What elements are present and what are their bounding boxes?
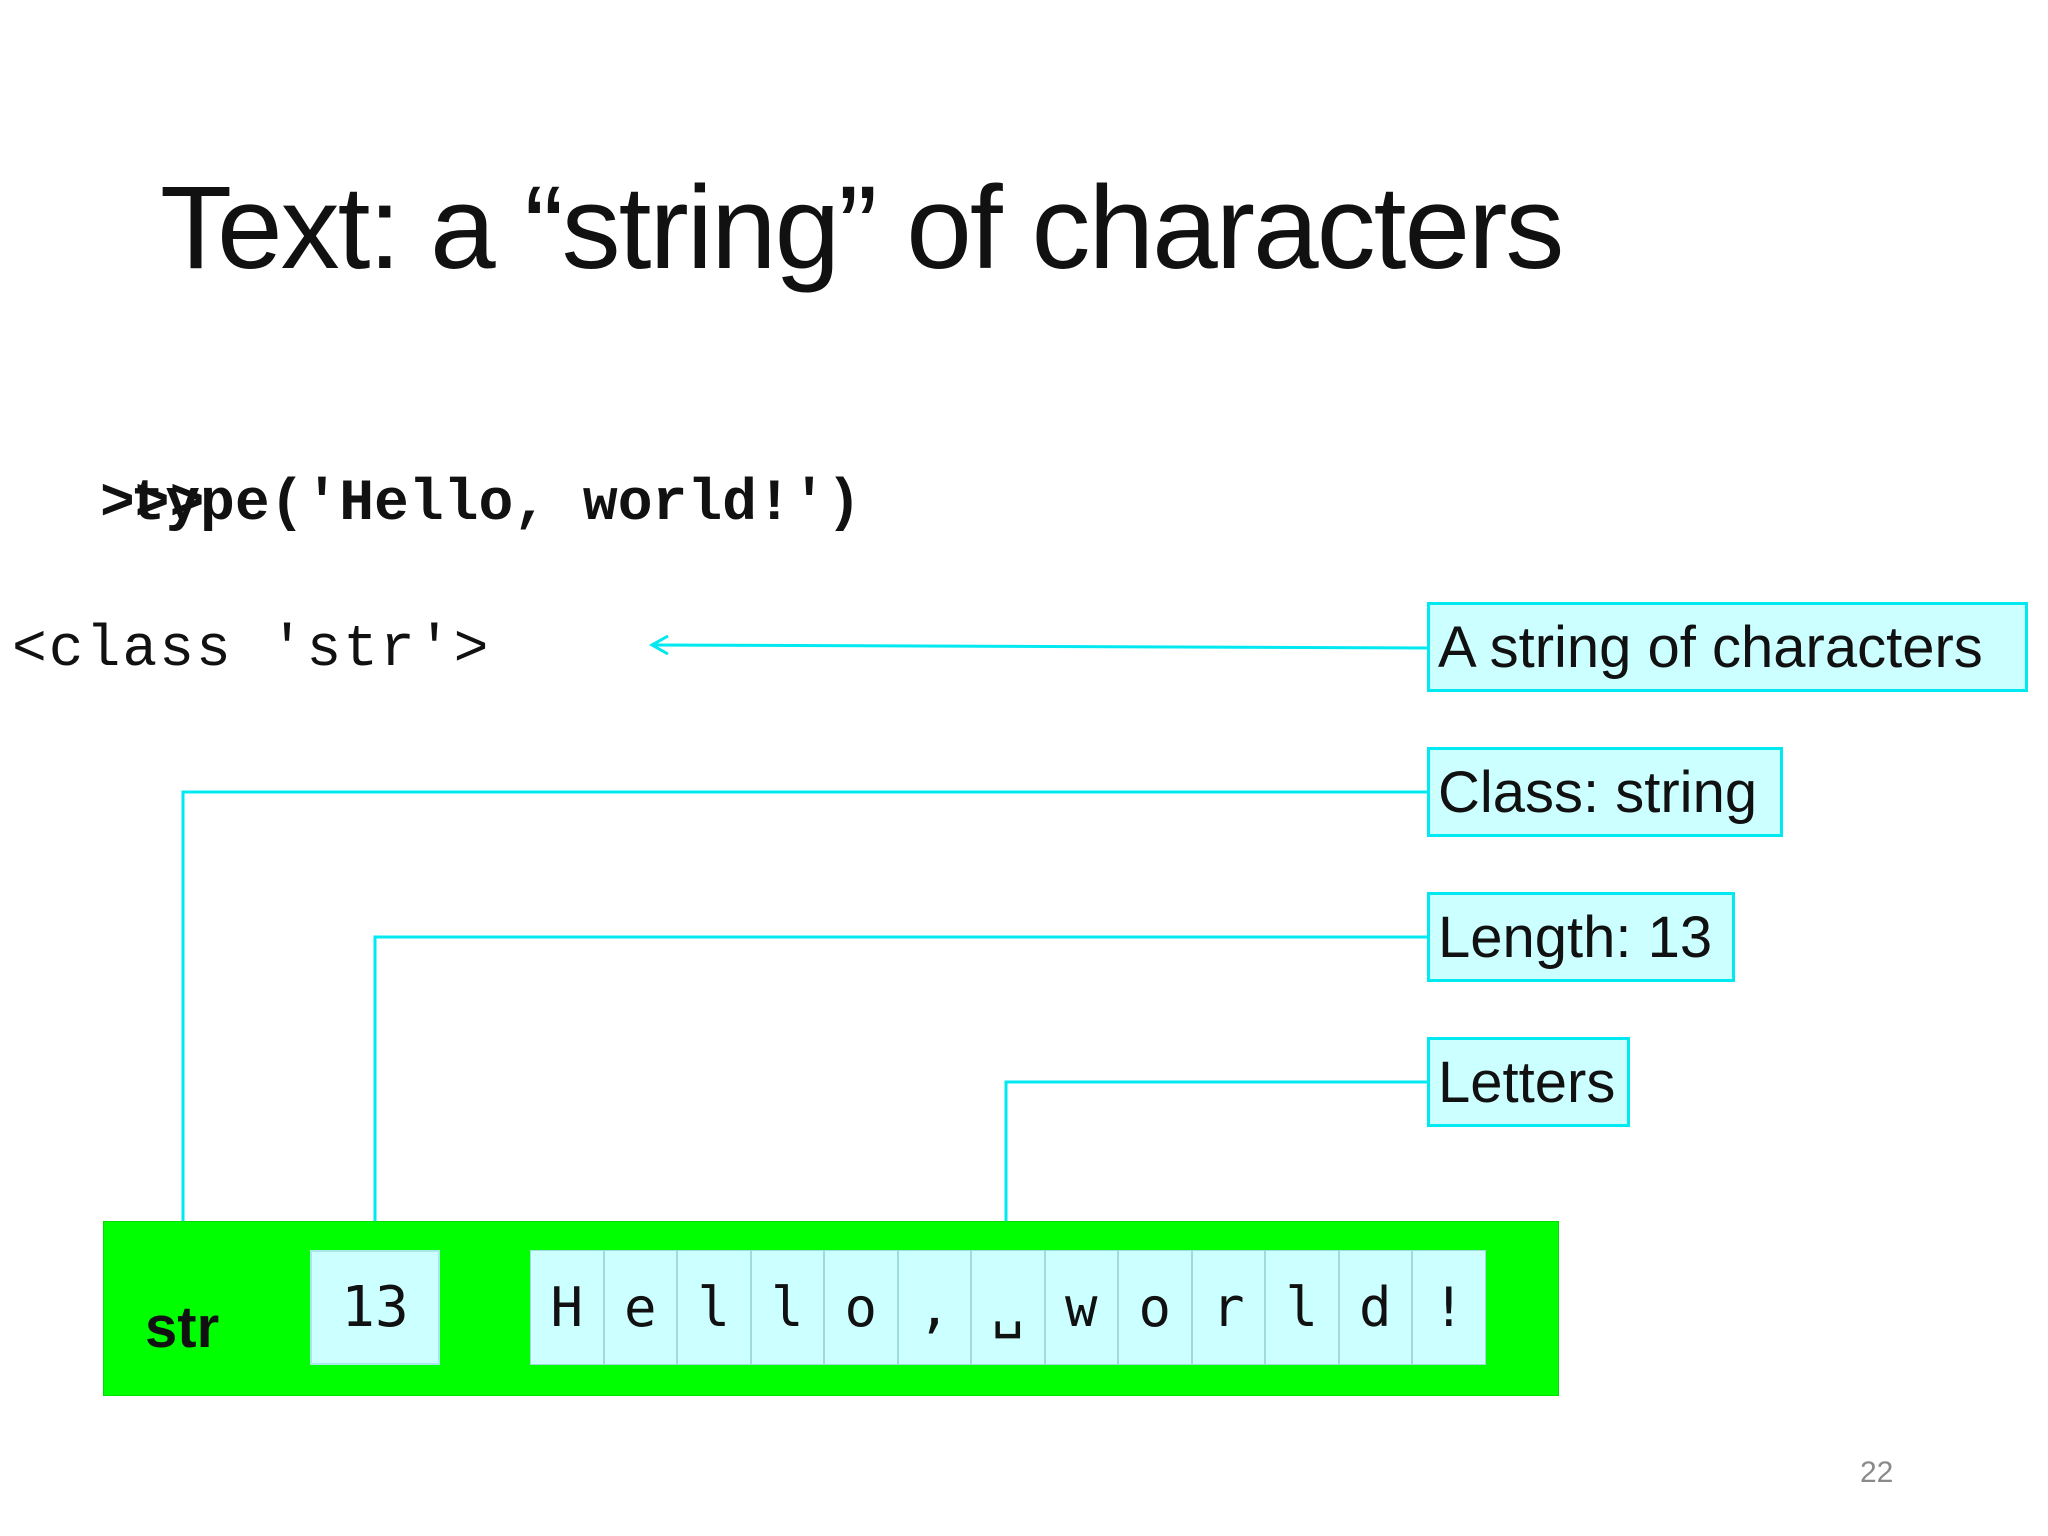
character-cell: o xyxy=(824,1250,898,1365)
connector-string-to-output xyxy=(651,643,1428,650)
character-cell: e xyxy=(603,1250,677,1365)
character-cell: ␣ xyxy=(971,1250,1045,1365)
length-cell: 13 xyxy=(310,1250,440,1365)
character-cell: r xyxy=(1191,1250,1265,1365)
arrowhead-output xyxy=(648,634,669,656)
character-cell: o xyxy=(1118,1250,1192,1365)
character-cell: w xyxy=(1044,1250,1118,1365)
type-label: str xyxy=(145,1295,220,1360)
code-input-line: >>>type('Hello, world!') xyxy=(100,472,861,537)
character-cell: , xyxy=(897,1250,971,1365)
character-cell: H xyxy=(530,1250,604,1365)
code-output-line: <class 'str'> xyxy=(12,618,491,683)
python-command: type('Hello, world!') xyxy=(130,472,862,537)
page-number: 22 xyxy=(1860,1456,1894,1489)
python-prompt: >>> xyxy=(100,472,205,537)
connector-length-to-count xyxy=(373,935,1427,1242)
character-cell: l xyxy=(677,1250,751,1365)
character-cell: l xyxy=(750,1250,824,1365)
character-cell: ! xyxy=(1412,1250,1486,1365)
callout-string-of-characters: A string of characters xyxy=(1427,602,2028,692)
character-cell: l xyxy=(1265,1250,1339,1365)
callout-letters: Letters xyxy=(1427,1037,1630,1127)
slide-title: Text: a “string” of characters xyxy=(160,162,1564,294)
callout-class: Class: string xyxy=(1427,747,1783,837)
connector-letters-to-cells xyxy=(1004,1080,1427,1242)
connector-class-to-type xyxy=(181,790,1427,1262)
callout-length: Length: 13 xyxy=(1427,892,1735,982)
character-cell: d xyxy=(1338,1250,1412,1365)
